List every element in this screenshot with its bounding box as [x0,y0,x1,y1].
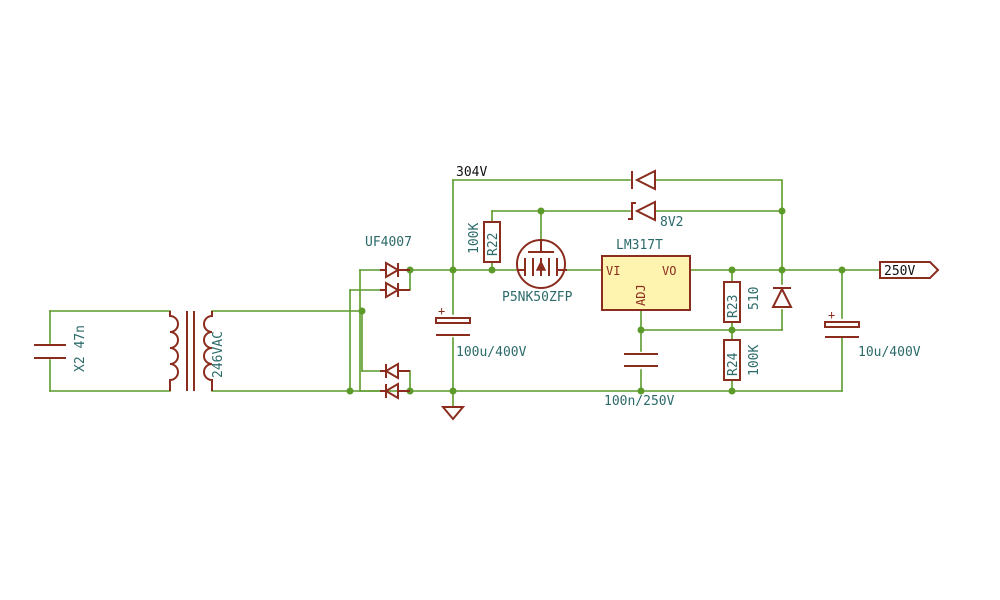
mosfet: P5NK50ZFP [502,239,573,305]
output-cap-plus: + [828,308,835,322]
lm317-regulator: LM317T VI VO ADJ [601,238,691,311]
r22-ref: R22 [486,233,501,256]
ground-icon [440,406,466,421]
r23-value: 510 [747,287,762,310]
transformer: 246VAC [169,311,226,391]
output-net-flag: 250V [879,261,940,279]
zener-diode: 8V2 [628,200,683,230]
zener-label: 8V2 [660,215,683,230]
wires [49,179,881,408]
bulk-capacitor: + 100u/400V [435,304,527,360]
x2-cap-label: X2 47n [73,325,88,372]
junctions [346,207,846,395]
resistor-r23: R23 510 [723,281,762,323]
bridge-label: UF4007 [365,235,412,250]
lm317-pin-vi: VI [606,264,620,278]
lm317-label: LM317T [616,238,663,253]
lm317-pin-vo: VO [662,264,676,278]
top-diode [631,169,656,191]
output-capacitor: + 10u/400V [824,308,921,360]
r24-value: 100K [747,345,762,376]
bulk-cap-label: 100u/400V [456,345,527,360]
transformer-label: 246VAC [211,331,226,378]
r23-ref: R23 [726,295,741,318]
output-cap-label: 10u/400V [858,345,921,360]
adj-cap-label: 100n/250V [604,394,675,409]
r24-ref: R24 [726,352,741,376]
protection-diode [771,286,793,308]
net-label-304v: 304V [456,165,487,180]
bridge-rectifier: UF4007 [365,235,412,400]
mosfet-label: P5NK50ZFP [502,290,573,305]
adj-capacitor: 100n/250V [604,353,675,409]
lm317-pin-adj: ADJ [634,284,648,306]
x2-capacitor: X2 47n [34,325,88,372]
resistor-r24: R24 100K [723,339,762,381]
bulk-cap-plus: + [438,304,445,318]
net-label-250v: 250V [884,264,915,279]
resistor-r22: R22 100K [467,221,501,263]
r22-value: 100K [467,223,482,254]
